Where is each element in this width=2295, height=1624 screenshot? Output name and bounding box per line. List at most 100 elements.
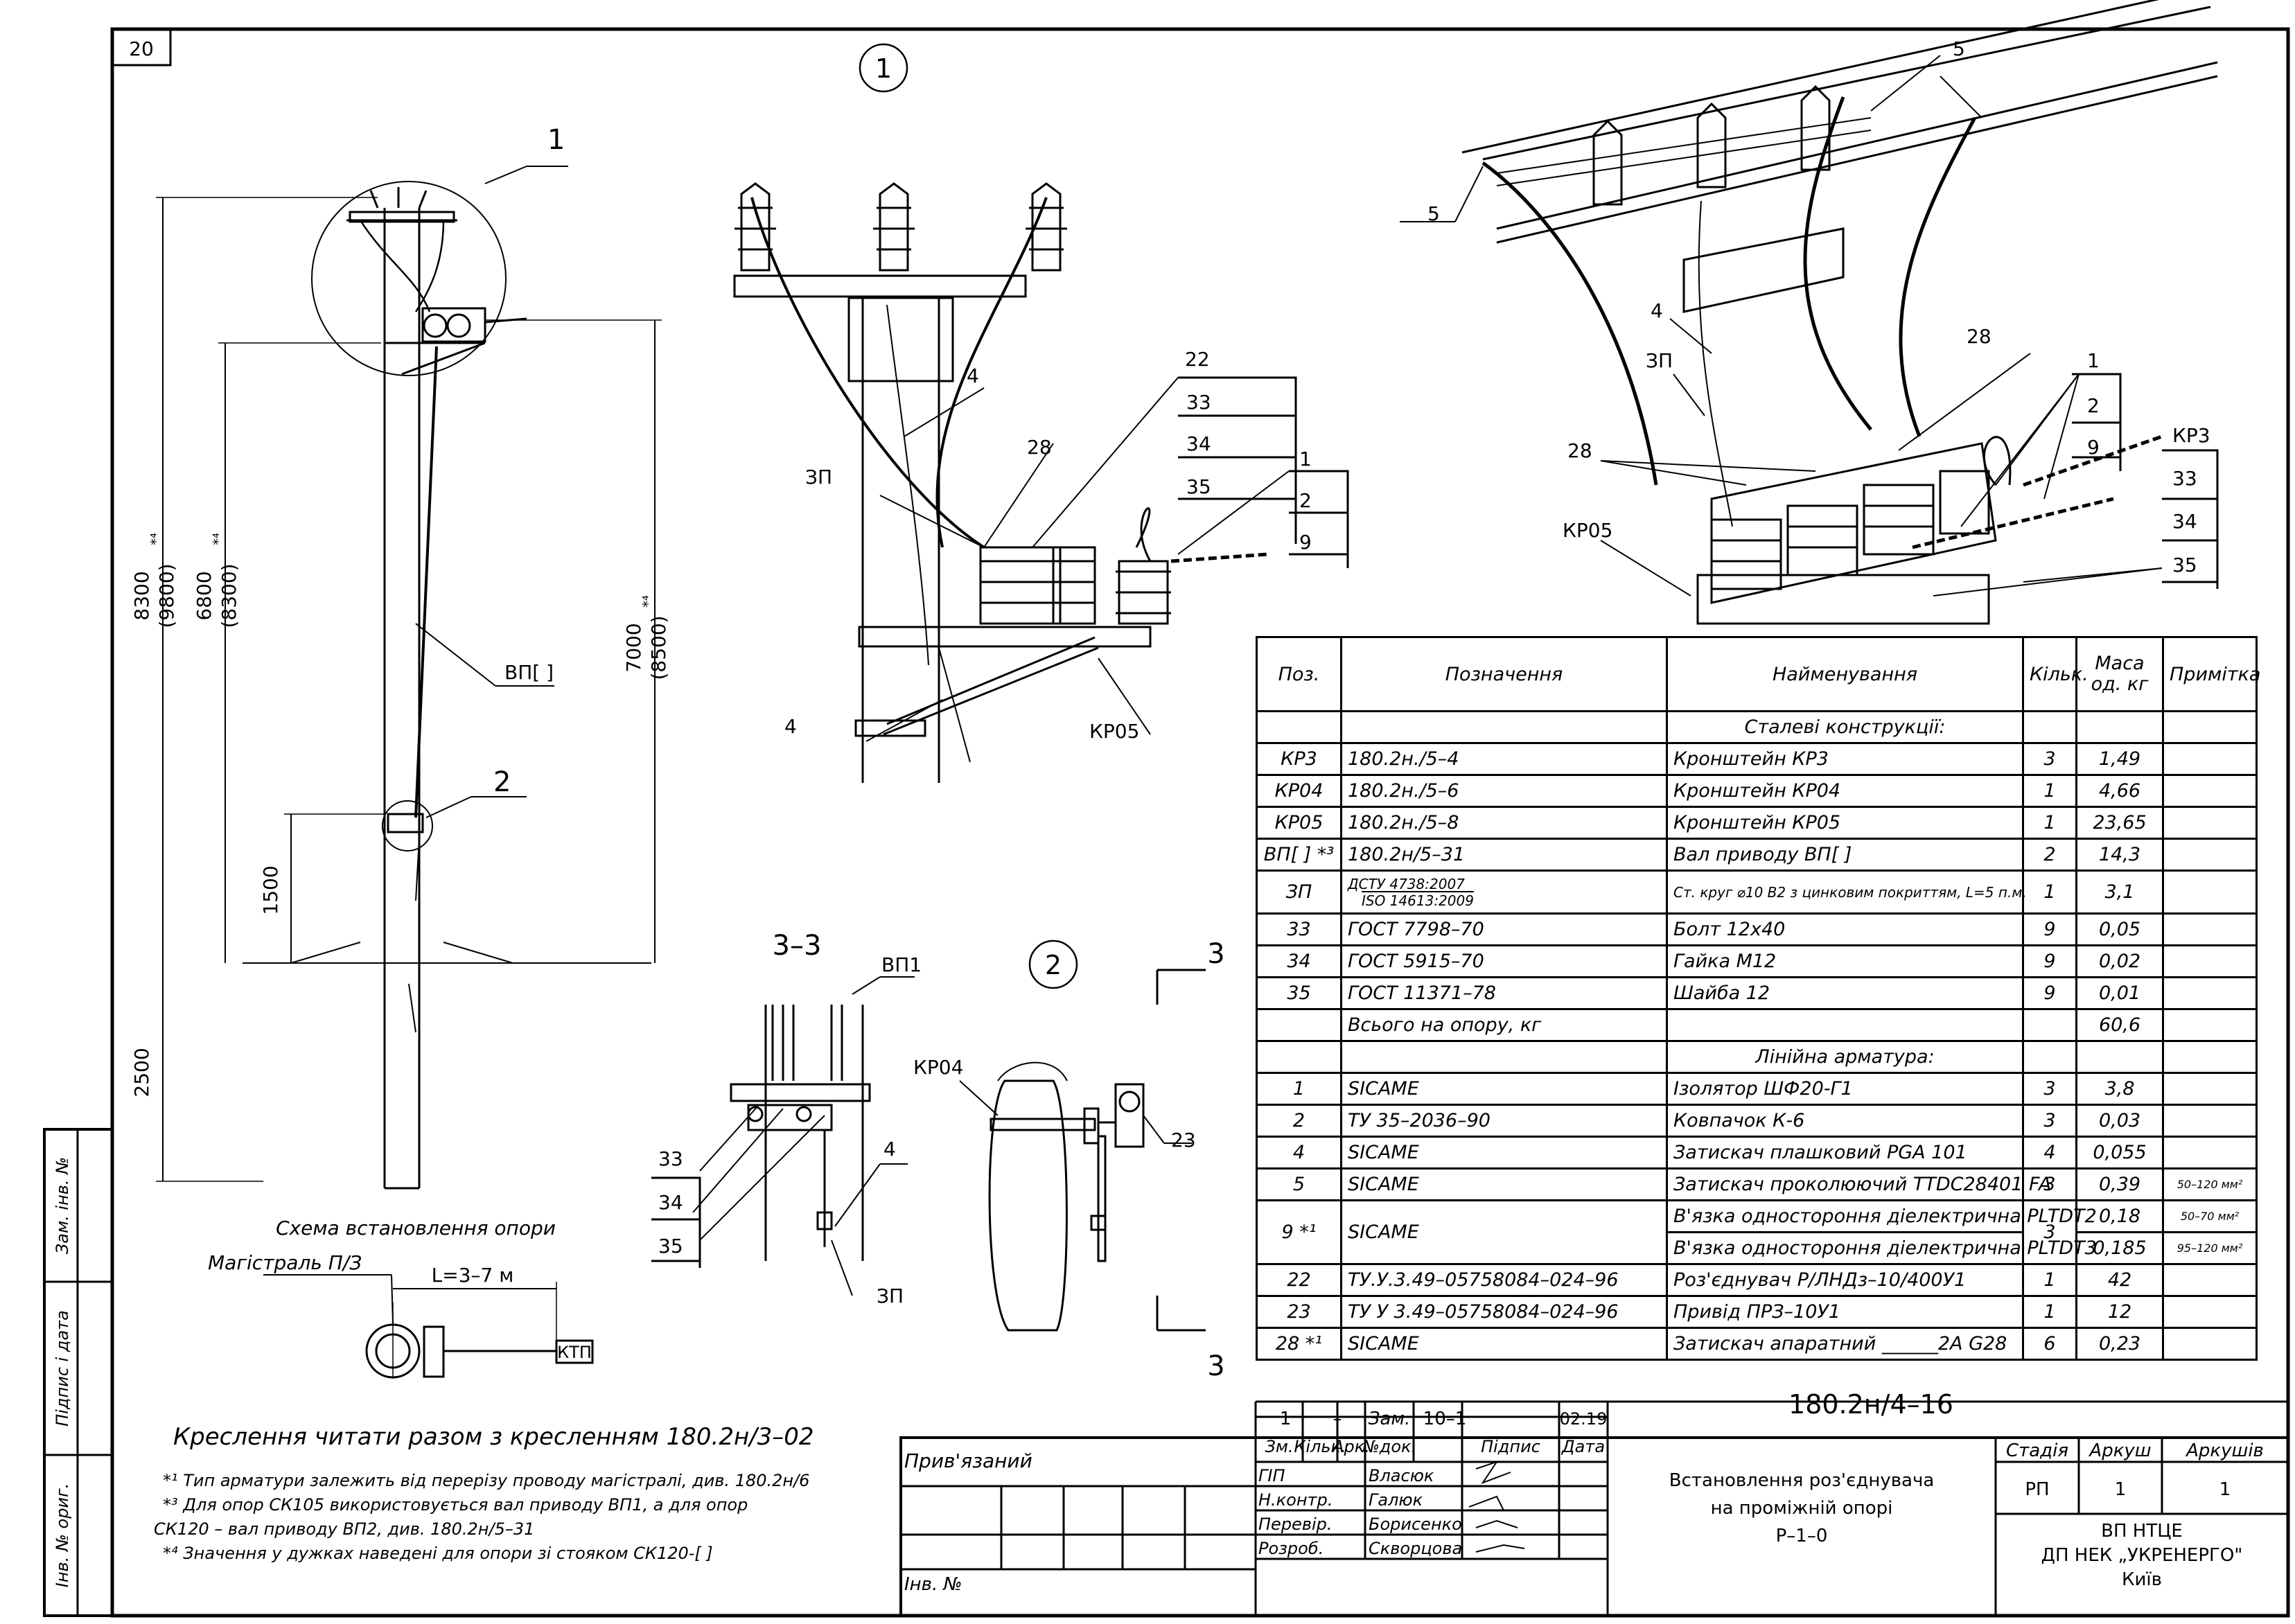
view-2-drawing — [959, 969, 1206, 1332]
note-main: Креслення читати разом з кресленням 180.… — [173, 1423, 814, 1451]
callout-v2-kr04: КР04 — [913, 1056, 963, 1079]
callout-v1-1: 1 — [1299, 448, 1312, 470]
dim-6800: 6800 — [193, 571, 216, 620]
callout-v1-28: 28 — [1027, 436, 1052, 459]
scheme-title: Схема встановлення опори — [276, 1217, 556, 1239]
title-line-3: Р–1–0 — [1776, 1526, 1828, 1546]
total-row: Всього на опору, кг 60,6 — [1256, 1008, 2258, 1042]
stage-h-1: Стадія — [2006, 1440, 2068, 1461]
callout-iso-5a: 5 — [1427, 202, 1440, 225]
callout-iso-1: 1 — [2087, 349, 2100, 372]
title-block-grid — [899, 1400, 2289, 1617]
callout-v1-34: 34 — [1186, 432, 1211, 455]
callout-s3-zp: ЗП — [877, 1285, 904, 1307]
dim-8500: (8500) — [647, 615, 670, 680]
section-row: Сталеві конструкції: — [1256, 710, 2258, 744]
dim-8300: 8300 — [130, 571, 153, 620]
col-h-6: Дата — [1561, 1437, 1605, 1456]
title-line-1: Встановлення роз'єднувача — [1669, 1470, 1935, 1491]
scheme-ktp: КТП — [557, 1343, 592, 1362]
stage-h-3: Аркушів — [2185, 1440, 2264, 1461]
role-4: Розроб. — [1258, 1539, 1324, 1558]
specification-table: Поз. Позначення Найменування Кільк. Маса… — [1256, 636, 2260, 1361]
callout-v1-zp: ЗП — [805, 466, 832, 488]
isometric-view — [1400, 0, 2219, 625]
section-label: 3–3 — [773, 930, 822, 962]
name-3: Борисенко — [1369, 1515, 1462, 1534]
note-line-3: СК120 – вал приводу ВП2, див. 180.2н/5–3… — [154, 1519, 534, 1539]
title-line-2: на проміжній опорі — [1711, 1498, 1893, 1519]
col-h-1: Зм. — [1265, 1437, 1293, 1456]
dim-8300b: (8300) — [218, 563, 240, 628]
callout-iso-28a: 28 — [1967, 325, 1991, 348]
sheet-number: 20 — [129, 37, 154, 60]
col-h-4: №док. — [1361, 1437, 1416, 1456]
sheet-number-box — [111, 28, 172, 67]
installation-scheme — [263, 1274, 594, 1379]
note-line-1: *¹ Тип арматури залежить від перерізу пр… — [163, 1471, 809, 1490]
callout-v1-35: 35 — [1186, 475, 1211, 498]
name-4: Скворцова — [1369, 1539, 1462, 1558]
table-row: 22 ТУ.У.3.49–05758084–024–96 Роз'єднувач… — [1256, 1263, 2258, 1297]
callout-s3-33: 33 — [658, 1147, 683, 1170]
section-line: Лінійна арматура: — [1666, 1040, 2024, 1074]
name-1: Власюк — [1369, 1466, 1434, 1485]
org-line-1: ВП НТЦЕ — [2101, 1521, 2183, 1542]
name-2: Галюк — [1369, 1490, 1423, 1510]
callout-v1-kr05: КР05 — [1089, 720, 1139, 743]
dim-star-3: *⁴ — [640, 595, 656, 608]
role-3: Перевір. — [1258, 1515, 1333, 1534]
rev-type: Зам. — [1369, 1409, 1410, 1429]
table-row: КР05 180.2н./5–8 Кронштейн КР05 1 23,65 — [1256, 806, 2258, 840]
note-line-4: *⁴ Значення у дужках наведені для опори … — [163, 1544, 713, 1563]
side-stamp-label-1: Зам. інв. № — [53, 1157, 72, 1254]
rev-date: 02.19 — [1560, 1409, 1608, 1429]
doc-code: 180.2н/4–16 — [1788, 1389, 1953, 1420]
table-row: 4 SICAME Затискач плашковий PGA 101 4 0,… — [1256, 1136, 2258, 1170]
callout-iso-kr05: КР05 — [1563, 519, 1612, 542]
view-marker-1: 1 — [875, 53, 892, 84]
note-line-2: *³ Для опор СК105 використовується вал п… — [163, 1495, 748, 1515]
inv-label: Інв. № — [904, 1574, 962, 1595]
pole-elevation — [156, 166, 662, 1190]
org-line-2: ДП НЕК „УКРЕНЕРГО" — [2041, 1545, 2243, 1566]
header-note: Примітка — [2162, 636, 2260, 712]
callout-iso-5b: 5 — [1953, 37, 1965, 60]
rev-num: 1 — [1280, 1409, 1292, 1429]
callout-iso-2: 2 — [2087, 394, 2100, 417]
rev-dash: – — [1333, 1409, 1342, 1429]
role-2: Н.контр. — [1258, 1490, 1333, 1510]
scheme-distance: L=3–7 м — [432, 1264, 514, 1287]
section-3-3-drawing — [651, 976, 915, 1296]
table-row: 33 ГОСТ 7798–70 Болт 12х40 9 0,05 — [1256, 912, 2258, 946]
table-row: 28 *¹ SICAME Затискач апаратний ______2А… — [1256, 1327, 2258, 1361]
callout-iso-4: 4 — [1651, 299, 1663, 322]
col-h-5: Підпис — [1481, 1437, 1540, 1456]
callout-iso-33: 33 — [2172, 467, 2197, 490]
stage-v-3: 1 — [2219, 1479, 2231, 1500]
header-mass: Маса од. кг — [2075, 636, 2164, 712]
detail-circle-1 — [311, 181, 507, 376]
table-row: 34 ГОСТ 5915–70 Гайка М12 9 0,02 — [1256, 944, 2258, 978]
callout-s3-35: 35 — [658, 1235, 683, 1257]
table-row: 23 ТУ У 3.49–05758084–024–96 Привід ПРЗ–… — [1256, 1295, 2258, 1329]
rev-doc: 10–1 — [1423, 1409, 1467, 1429]
dim-star-1: *⁴ — [148, 533, 164, 545]
stage-v-1: РП — [2025, 1479, 2049, 1500]
stage-v-2: 1 — [2115, 1479, 2127, 1500]
callout-s3-vp1: ВП1 — [881, 953, 922, 976]
table-row: 5 SICAME Затискач проколюючий TTDC28401 … — [1256, 1167, 2258, 1201]
table-row: ВП[ ] *³ 180.2н/5–31 Вал приводу ВП[ ] 2… — [1256, 838, 2258, 872]
view-1-drawing — [733, 182, 1349, 783]
table-row: В'язка одностороння діелектрична PLTDT3 … — [1257, 1231, 2258, 1265]
col-h-2: Кільк. — [1294, 1437, 1346, 1456]
view-marker-2: 2 — [1045, 950, 1062, 980]
table-row: 1 SICAME Ізолятор ШФ20-Г1 3 3,8 — [1256, 1072, 2258, 1106]
table-header-row: Поз. Позначення Найменування Кільк. Маса… — [1256, 636, 2260, 712]
header-code: Позначення — [1340, 636, 1668, 712]
callout-v1-33: 33 — [1186, 391, 1211, 414]
cut-mark-top: 3 — [1207, 938, 1224, 970]
table-row: 9 *¹ SICAME В'язка одностороння діелектр… — [1256, 1199, 2258, 1265]
dim-2500: 2500 — [130, 1048, 153, 1097]
